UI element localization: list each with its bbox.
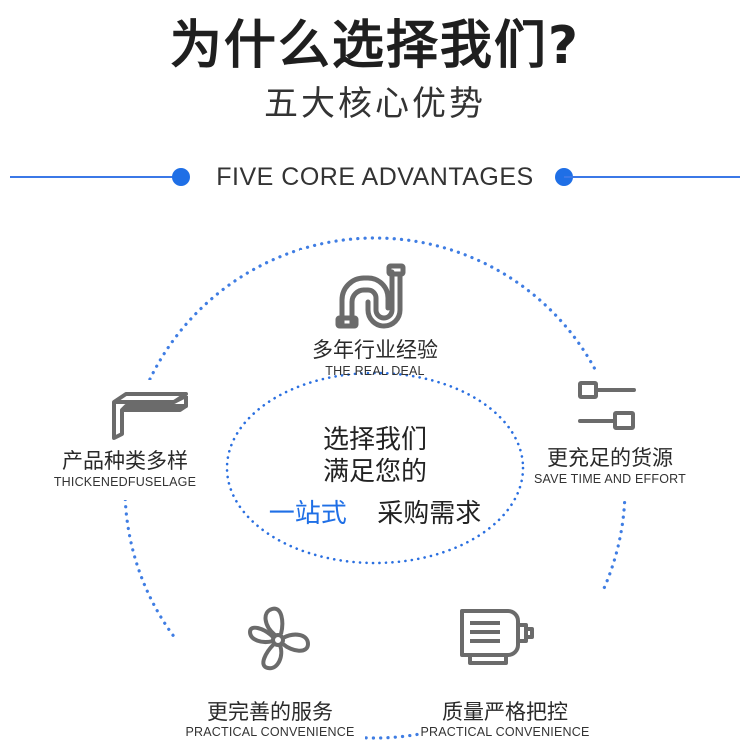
english-header: FIVE CORE ADVANTAGES bbox=[216, 163, 534, 191]
header-divider-right bbox=[564, 176, 740, 178]
inner-dotted-ellipse bbox=[225, 371, 525, 565]
item-label-variety: 产品种类多样 bbox=[62, 449, 188, 473]
item-sublabel-quality: PRACTICAL CONVENIENCE bbox=[420, 725, 590, 739]
item-label-quality: 质量严格把控 bbox=[442, 700, 568, 724]
item-sublabel-supply: SAVE TIME AND EFFORT bbox=[534, 472, 686, 486]
center-line-2: 满足您的 bbox=[322, 457, 427, 487]
header-divider-left bbox=[10, 176, 182, 178]
header-dot-left bbox=[172, 168, 190, 186]
motor-icon bbox=[460, 609, 534, 665]
item-label-experience: 多年行业经验 bbox=[312, 338, 438, 362]
item-label-service: 更完善的服务 bbox=[207, 700, 333, 724]
item-label-supply: 更充足的货源 bbox=[547, 446, 673, 470]
center-rest-text: 采购需求 bbox=[377, 499, 482, 529]
center-accent-text: 一站式 bbox=[268, 499, 347, 529]
angle-profile-icon bbox=[112, 392, 188, 440]
center-line-3: 一站式 采购需求 bbox=[0, 497, 750, 531]
item-sublabel-variety: THICKENEDFUSELAGE bbox=[53, 475, 197, 489]
center-line-1: 选择我们 bbox=[322, 425, 427, 455]
item-sublabel-experience: THE REAL DEAL bbox=[325, 364, 425, 378]
page-title: 为什么选择我们? bbox=[169, 16, 581, 76]
page-subtitle: 五大核心优势 bbox=[264, 84, 486, 124]
pipe-icon bbox=[335, 263, 406, 329]
slider-switch-icon bbox=[578, 381, 636, 430]
item-sublabel-service: PRACTICAL CONVENIENCE bbox=[185, 725, 355, 739]
fan-icon bbox=[248, 606, 310, 671]
